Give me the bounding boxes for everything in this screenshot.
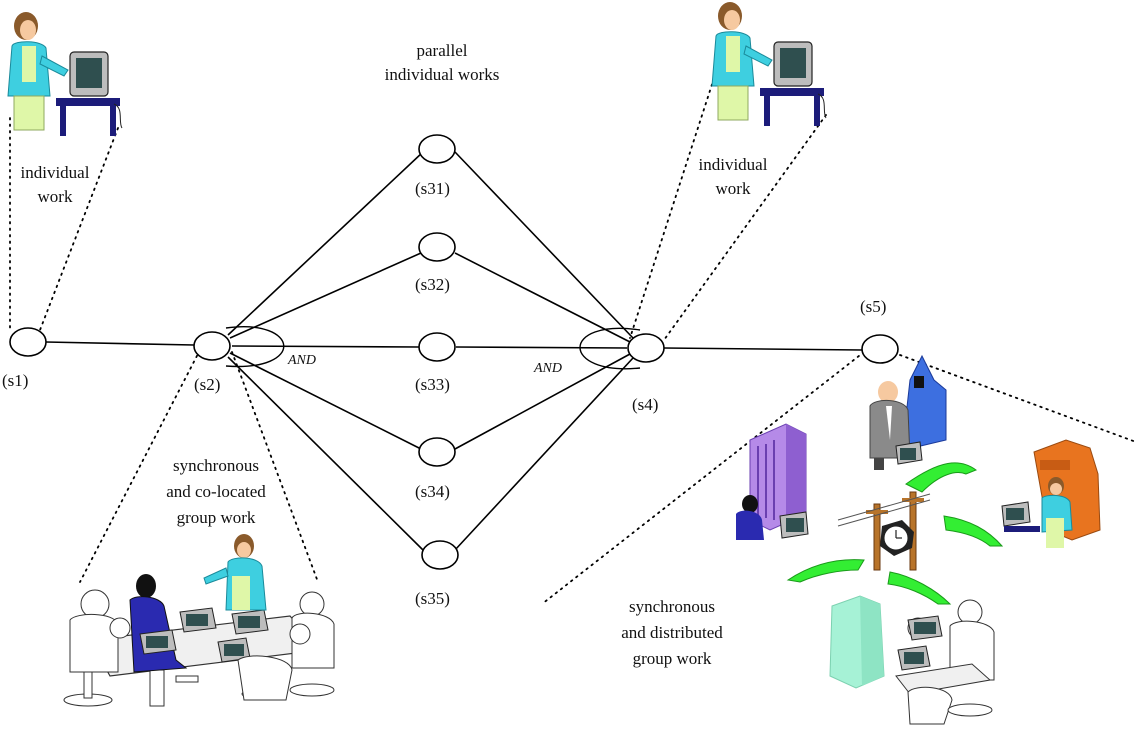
caption-colocated-line2: and co-located [166, 482, 266, 501]
node-label-s5: (s5) [860, 297, 886, 316]
caption-individual-left-line1: individual [21, 163, 90, 182]
callout-lines [9, 71, 1137, 605]
node-label-s34: (s34) [415, 482, 450, 501]
edge-s2-s34 [229, 352, 422, 450]
caption-individual-right: individual work [699, 155, 768, 198]
node-label-s1: (s1) [2, 371, 28, 390]
individual-worker-left-illustration [7, 11, 123, 137]
edge-s2-s35 [227, 356, 424, 551]
node-s4[interactable] [627, 333, 665, 363]
node-label-s33: (s33) [415, 375, 450, 394]
edge-s31-s4 [454, 151, 634, 339]
caption-parallel-line2: individual works [385, 65, 500, 84]
edge-s34-s4 [454, 353, 631, 450]
node-label-s32: (s32) [415, 275, 450, 294]
and-join-arc [579, 327, 641, 370]
node-s34[interactable] [418, 437, 456, 467]
caption-colocated-line1: synchronous [173, 456, 259, 475]
graph-nodes [9, 134, 899, 570]
caption-distributed-line1: synchronous [629, 597, 715, 616]
node-s31[interactable] [418, 134, 456, 164]
node-s32[interactable] [418, 232, 456, 262]
edge-s33-s4 [455, 346, 628, 349]
callout-s5-right [899, 354, 1137, 443]
node-s2[interactable] [193, 331, 231, 361]
callout-s4-left [629, 71, 717, 339]
caption-colocated: synchronous and co-located group work [166, 456, 266, 527]
caption-individual-left-line2: work [38, 187, 73, 206]
caption-distributed-line2: and distributed [621, 623, 723, 642]
edge-s2-s33 [231, 345, 420, 348]
callout-s1-right [39, 127, 119, 331]
node-labels: (s1) (s2) (s31) (s32) (s33) (s34) (s35) … [2, 179, 886, 608]
graph-edges [45, 151, 863, 551]
individual-worker-right-illustration [711, 1, 827, 127]
caption-parallel-line1: parallel [417, 41, 468, 60]
node-s5[interactable] [861, 334, 899, 364]
edge-s1-s2 [45, 341, 195, 346]
and-split-arc [225, 326, 285, 368]
edge-s35-s4 [454, 357, 634, 551]
caption-parallel: parallel individual works [385, 41, 500, 84]
caption-colocated-line3: group work [177, 508, 256, 527]
edge-s32-s4 [454, 252, 631, 343]
edge-s2-s32 [229, 252, 422, 339]
node-s1[interactable] [9, 327, 47, 357]
caption-distributed: synchronous and distributed group work [621, 597, 723, 668]
node-s35[interactable] [421, 540, 459, 570]
node-label-s2: (s2) [194, 375, 220, 394]
edge-s4-s5 [663, 347, 863, 351]
caption-individual-left: individual work [21, 163, 90, 206]
distributed-work-illustration [736, 354, 1101, 725]
caption-individual-right-line2: work [716, 179, 751, 198]
colocated-meeting-illustration [63, 534, 335, 707]
and-split-label: AND [287, 353, 316, 368]
callout-s2-left [79, 349, 201, 583]
node-label-s35: (s35) [415, 589, 450, 608]
node-s33[interactable] [418, 332, 456, 362]
node-label-s31: (s31) [415, 179, 450, 198]
caption-distributed-line3: group work [633, 649, 712, 668]
callout-s4-right [663, 114, 827, 341]
edge-s2-s31 [227, 151, 424, 336]
callout-s2-right [231, 351, 319, 583]
and-join-label: AND [533, 361, 562, 376]
node-label-s4: (s4) [632, 395, 658, 414]
caption-individual-right-line1: individual [699, 155, 768, 174]
